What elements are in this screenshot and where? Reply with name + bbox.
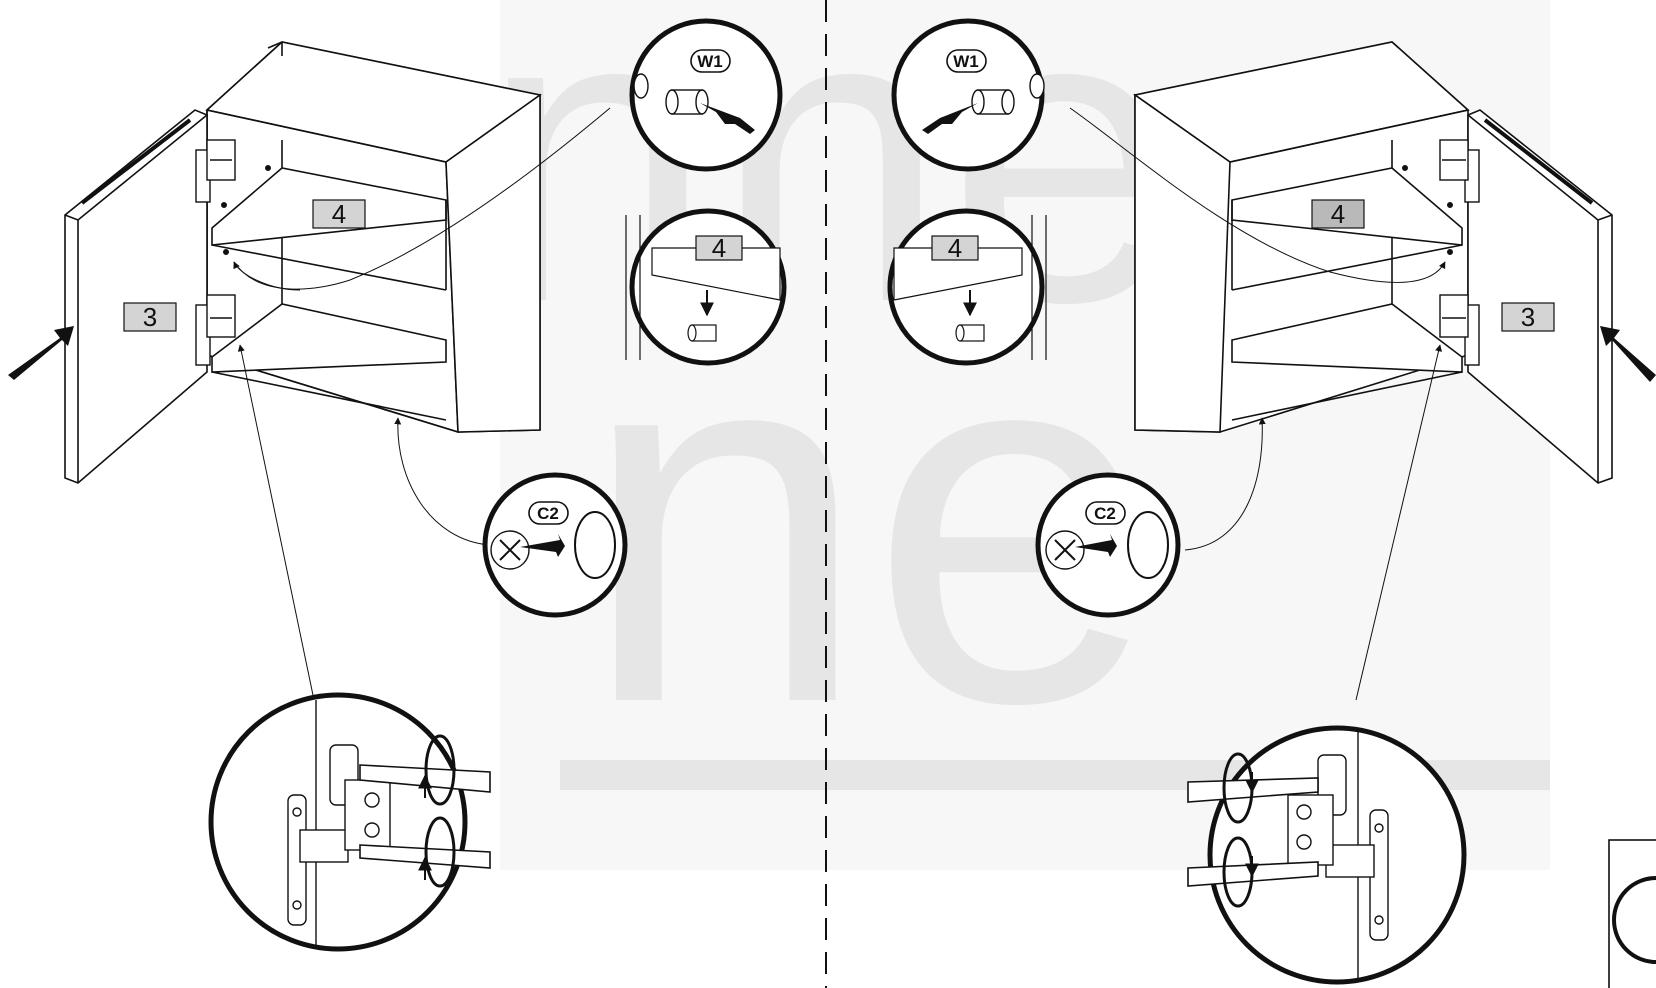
left-detail-cap: C2 — [482, 472, 628, 618]
left-hinge-upper — [195, 139, 236, 203]
right-door-label: 3 — [1501, 302, 1555, 332]
right-panel: 3 4 W1 — [887, 18, 1656, 988]
svg-text:4: 4 — [1331, 199, 1345, 229]
left-detail-shelf: 4 — [625, 208, 787, 366]
left-cabinet — [205, 41, 542, 433]
left-detail-pin: W1 — [629, 18, 783, 172]
right-shelf-label: 4 — [1311, 199, 1365, 229]
right-detail-hinge — [1187, 725, 1467, 985]
right-hinge-upper — [1439, 139, 1480, 203]
screw-cap-c2-icon — [574, 511, 616, 579]
left-panel: 3 4 — [8, 18, 787, 952]
svg-text:3: 3 — [143, 302, 157, 332]
right-door — [1467, 109, 1613, 484]
left-detail-hinge — [208, 692, 491, 952]
left-push-arrow-icon — [8, 326, 74, 380]
right-cap-tag: C2 — [1085, 501, 1126, 525]
svg-text:C2: C2 — [1094, 504, 1116, 523]
svg-text:W1: W1 — [953, 52, 979, 71]
right-pin-tag: W1 — [946, 49, 987, 73]
left-door-label: 3 — [123, 302, 177, 332]
left-shelf-label: 4 — [312, 199, 366, 229]
watermark-text-top: nne — [480, 0, 1181, 390]
right-cabinet — [1133, 41, 1470, 433]
right-callout-lines — [1069, 107, 1446, 701]
left-door — [64, 109, 208, 484]
left-pin-tag: W1 — [690, 49, 731, 73]
svg-text:4: 4 — [332, 199, 346, 229]
right-detail-shelf: 4 — [887, 208, 1047, 366]
right-hinge-lower — [1439, 294, 1480, 366]
right-push-arrow-icon — [1600, 326, 1656, 382]
svg-text:3: 3 — [1521, 302, 1535, 332]
right-detail-cap: C2 — [1035, 472, 1181, 618]
svg-text:4: 4 — [948, 233, 962, 263]
svg-text:C2: C2 — [537, 504, 559, 523]
left-hinge-lower — [195, 294, 236, 366]
svg-text:W1: W1 — [697, 52, 723, 71]
next-step-partial-box — [1608, 839, 1656, 988]
screw-cap-c2-icon — [1127, 511, 1169, 579]
svg-text:4: 4 — [712, 233, 726, 263]
left-callout-lines — [233, 107, 611, 701]
right-detail-pin: W1 — [891, 18, 1045, 172]
pin-w1-icon — [665, 89, 709, 115]
pin-w1-icon — [971, 89, 1015, 115]
left-cap-tag: C2 — [528, 501, 569, 525]
